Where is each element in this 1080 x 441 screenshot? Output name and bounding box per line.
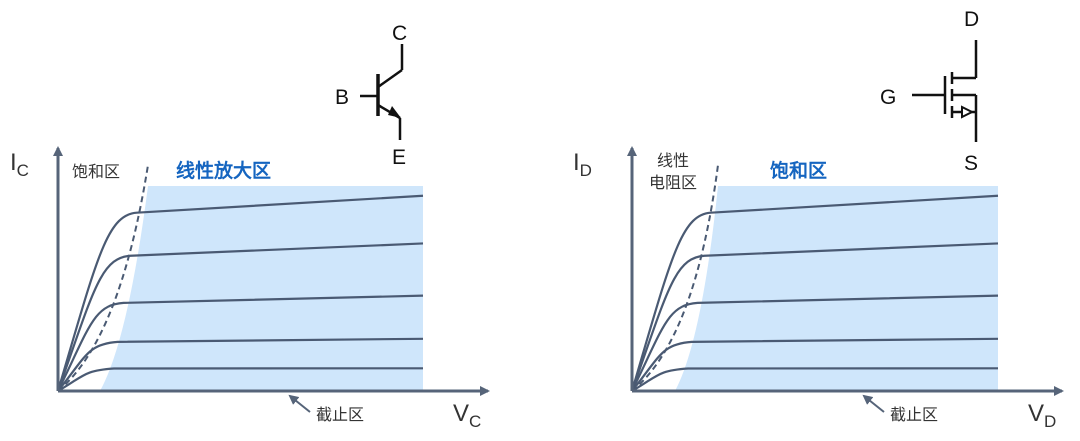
collector-terminal-label: C: [392, 22, 407, 45]
mosfet-pinchoff-boundary: [631, 164, 719, 392]
mosfet-curve-3: [631, 294, 999, 392]
drain-terminal-label: D: [964, 8, 979, 31]
source-terminal-label: S: [964, 152, 978, 175]
bjt-cutoff-label: 截止区: [316, 405, 364, 424]
nmos-transistor-symbol: [912, 40, 978, 142]
mosfet-curve-5: [630, 194, 999, 392]
gate-terminal-label: G: [880, 86, 896, 109]
mosfet-characteristics: ID VD 线性 电阻区 饱和区 截止区 D G S: [573, 8, 1064, 431]
bjt-characteristics: IC VC 饱和区 线性放大区 截止区 C B E: [10, 22, 490, 431]
npn-transistor-symbol: [360, 44, 404, 140]
bjt-saturation-label: 饱和区: [72, 162, 120, 181]
base-terminal-label: B: [335, 86, 349, 109]
mosfet-cutoff-pointer: [862, 394, 885, 413]
mosfet-curve-4: [630, 242, 999, 392]
bjt-active-region-label: 线性放大区: [176, 159, 271, 182]
mosfet-saturation-region-label: 饱和区: [770, 159, 827, 182]
bjt-active-region-shading: [100, 186, 423, 391]
mosfet-cutoff-label: 截止区: [890, 405, 938, 424]
mosfet-y-axis-label: ID: [573, 149, 592, 180]
bjt-curve-5: [56, 194, 424, 392]
bjt-curve-1: [57, 367, 424, 392]
mosfet-linear-region-label-line2: 电阻区: [649, 173, 697, 192]
emitter-terminal-label: E: [392, 146, 406, 169]
mosfet-saturation-region-shading: [675, 186, 998, 391]
bjt-curve-3: [57, 294, 424, 392]
bjt-curve-4: [56, 242, 424, 392]
mosfet-x-axis-label: VD: [1028, 400, 1056, 431]
bjt-saturation-boundary: [57, 164, 149, 392]
bjt-x-axis-label: VC: [453, 400, 481, 431]
bjt-y-axis-label: IC: [10, 149, 29, 180]
mosfet-linear-region-label-line1: 线性: [657, 151, 689, 170]
bjt-cutoff-pointer: [288, 394, 311, 413]
mosfet-curve-1: [631, 367, 999, 392]
